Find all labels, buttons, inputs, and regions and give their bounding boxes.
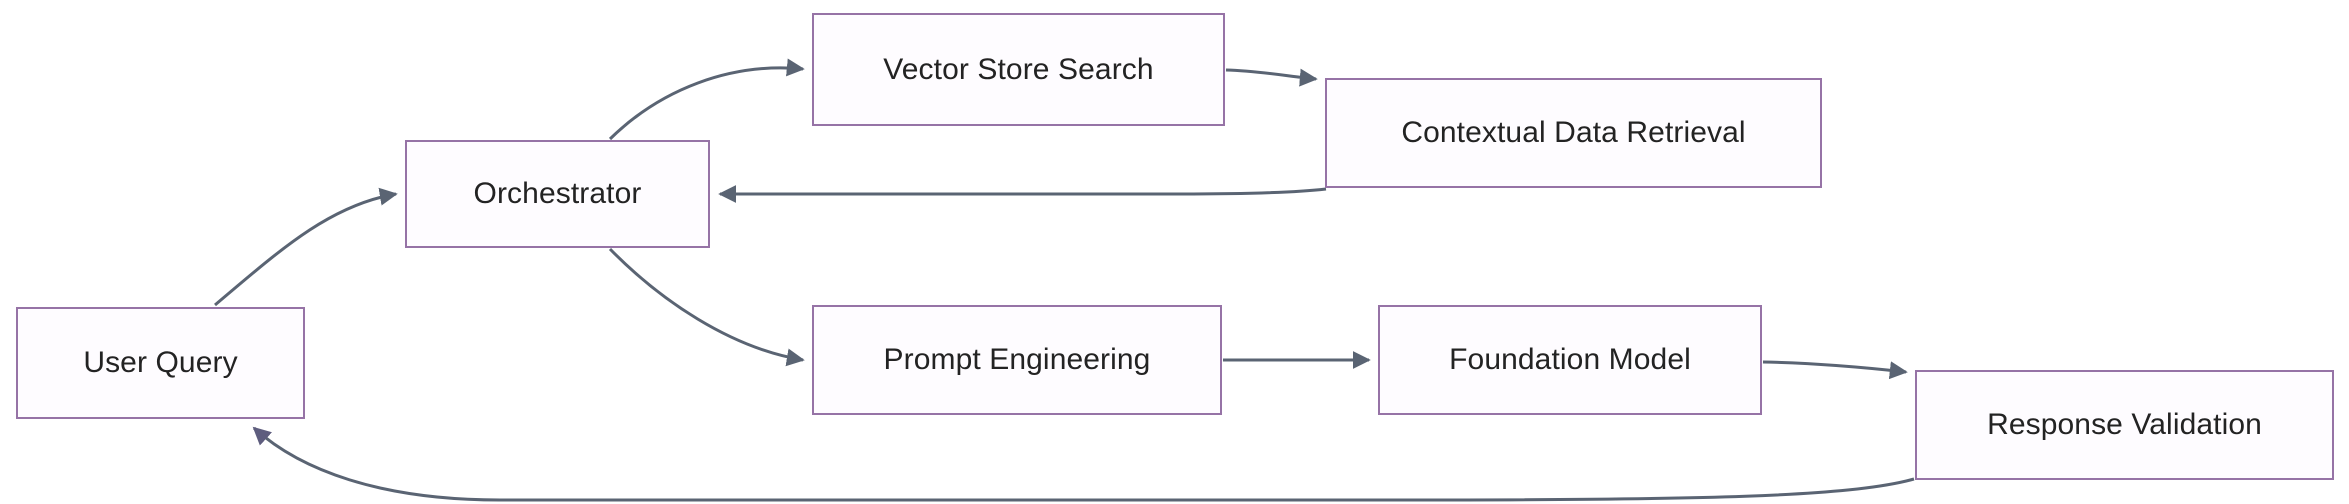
edge-user-query-to-orchestrator [214, 187, 398, 307]
edge-contextual-data-to-orchestrator [718, 185, 1327, 203]
node-response-validation-label: Response Validation [1987, 408, 2262, 441]
node-user-query[interactable]: User Query [16, 307, 305, 419]
edge-response-validation-to-user-query [252, 426, 1915, 502]
edge-orchestrator-to-prompt-engineering [608, 247, 805, 367]
node-prompt-engineering[interactable]: Prompt Engineering [812, 305, 1222, 415]
node-foundation-model[interactable]: Foundation Model [1378, 305, 1762, 415]
node-orchestrator[interactable]: Orchestrator [405, 140, 710, 248]
node-response-validation[interactable]: Response Validation [1915, 370, 2334, 480]
node-user-query-label: User Query [83, 346, 238, 379]
edge-vector-store-to-contextual-data [1225, 68, 1318, 87]
edge-foundation-model-to-response-validation [1762, 360, 1908, 380]
node-vector-store-search-label: Vector Store Search [883, 52, 1154, 86]
node-contextual-data-retrieval-label: Contextual Data Retrieval [1401, 116, 1746, 149]
node-orchestrator-label: Orchestrator [473, 177, 642, 210]
node-contextual-data-retrieval[interactable]: Contextual Data Retrieval [1325, 78, 1822, 188]
node-vector-store-search[interactable]: Vector Store Search [812, 13, 1225, 126]
edge-orchestrator-to-vector-store [608, 58, 805, 141]
node-prompt-engineering-label: Prompt Engineering [883, 343, 1151, 376]
node-foundation-model-label: Foundation Model [1449, 343, 1691, 376]
